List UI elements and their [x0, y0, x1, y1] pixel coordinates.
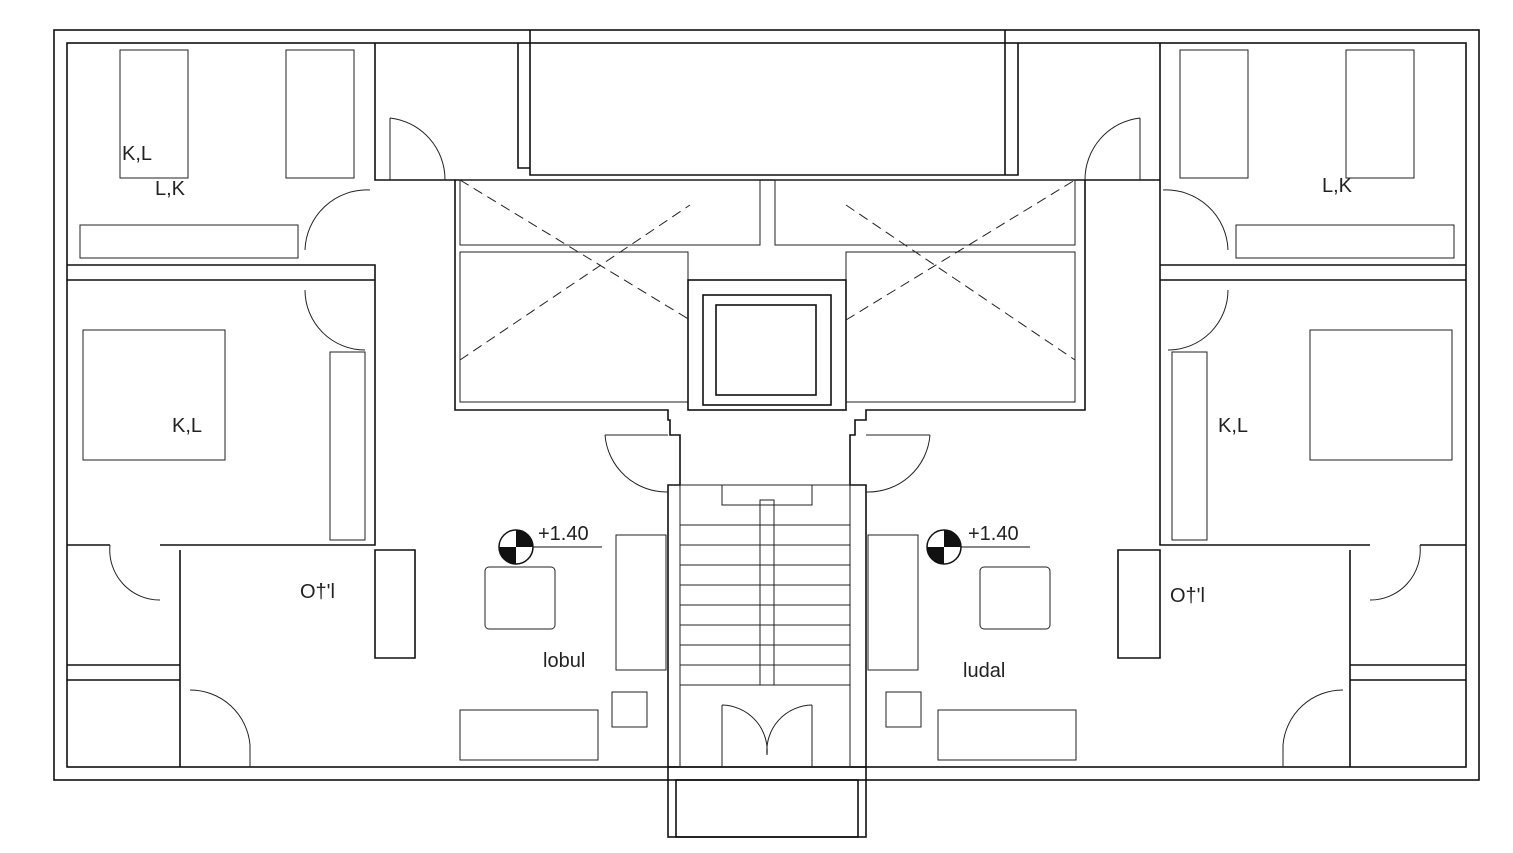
- bedroom-label-mr: K,L: [1218, 415, 1248, 437]
- stairs: [679, 484, 851, 768]
- outer-walls: [53, 29, 1480, 838]
- interior-walls: [67, 30, 1466, 767]
- living-label-right: ludal: [963, 660, 1005, 682]
- level-marker-left: [498, 529, 602, 565]
- living-label-left: lobul: [543, 650, 585, 672]
- room-label-right: O†'l: [1170, 585, 1205, 607]
- room-label-left: O†'l: [300, 581, 335, 603]
- level-label-left: +1.40: [538, 523, 589, 545]
- doors: [109, 117, 1421, 767]
- level-label-right: +1.40: [968, 523, 1019, 545]
- level-marker-right: [926, 529, 1030, 565]
- beds: [79, 49, 1455, 541]
- furniture: [459, 534, 1077, 761]
- bedroom-label-tr: L,K: [1322, 175, 1353, 197]
- bedroom-label-tl2: L,K: [155, 178, 186, 200]
- bedroom-label-ml: K,L: [172, 415, 202, 437]
- bedroom-label-tl: K,L: [122, 143, 152, 165]
